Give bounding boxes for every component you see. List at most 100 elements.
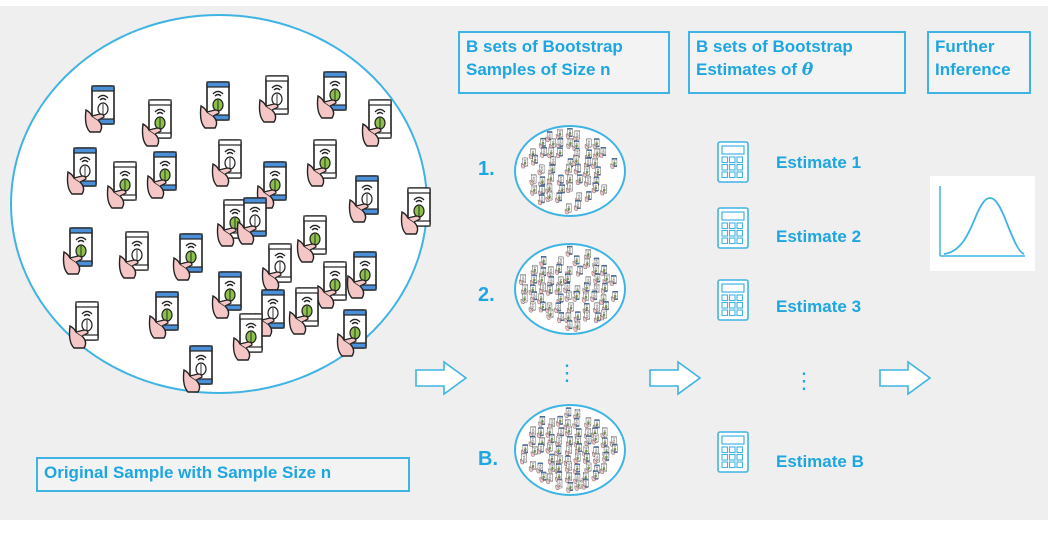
phone-in-hand-icon <box>584 157 591 168</box>
phone-in-hand-icon <box>528 301 536 313</box>
phone-in-hand-icon <box>584 175 591 187</box>
phone-in-hand-icon <box>592 138 600 149</box>
phone-in-hand-icon <box>593 453 600 464</box>
phone-in-hand-icon <box>573 200 581 211</box>
right-arrow-icon <box>649 360 702 396</box>
phone-in-hand-icon <box>573 473 581 484</box>
phone-in-hand-icon <box>547 147 554 159</box>
phone-in-hand-icon <box>545 131 553 142</box>
phone-in-hand-icon <box>538 176 546 187</box>
estimate-label-1: Estimate 1 <box>776 153 862 172</box>
phone-in-hand-icon <box>540 147 547 158</box>
phone-in-hand-icon <box>565 445 572 456</box>
phone-in-hand-icon <box>572 155 579 166</box>
phone-in-hand-icon <box>573 452 581 464</box>
estimate-label-b: Estimate B <box>776 452 864 471</box>
phone-in-hand-icon <box>182 345 213 393</box>
phone-in-hand-icon <box>547 276 554 287</box>
phone-in-hand-icon <box>564 203 572 215</box>
phone-in-hand-icon <box>599 147 606 158</box>
phone-in-hand-icon <box>575 174 583 185</box>
phone-in-hand-icon <box>555 264 562 275</box>
phone-in-hand-icon <box>118 231 149 279</box>
phone-in-hand-icon <box>584 191 592 202</box>
phone-in-hand-icon <box>521 284 528 295</box>
phone-in-hand-icon <box>555 192 562 203</box>
bell-curve-icon <box>939 186 1025 257</box>
phone-in-hand-icon <box>554 302 561 313</box>
phone-in-hand-icon <box>582 453 590 464</box>
phone-in-hand-icon <box>584 138 592 150</box>
phone-in-hand-icon <box>602 451 610 463</box>
phone-in-hand-icon <box>576 265 583 277</box>
phone-in-hand-icon <box>610 158 618 169</box>
phone-in-hand-icon <box>581 478 589 490</box>
phone-in-hand-icon <box>584 249 591 260</box>
phone-in-hand-icon <box>600 184 607 196</box>
estimates-of-text: Estimates of <box>696 60 802 79</box>
estimate-label-2: Estimate 2 <box>776 227 862 246</box>
phone-in-hand-icon <box>556 138 564 149</box>
phone-in-hand-icon <box>573 130 580 141</box>
header-bootstrap-estimates: B sets of Bootstrap Estimates of θ <box>688 31 906 94</box>
phone-in-hand-icon <box>530 446 538 457</box>
phone-in-hand-icon <box>591 470 599 482</box>
phone-in-hand-icon <box>565 472 572 483</box>
phone-in-hand-icon <box>66 147 97 195</box>
phone-in-hand-icon <box>558 184 565 195</box>
phone-in-hand-icon <box>199 81 230 129</box>
phone-in-hand-icon <box>236 197 267 245</box>
phone-in-hand-icon <box>591 433 599 445</box>
phone-in-hand-icon <box>583 166 590 178</box>
phone-in-hand-icon <box>584 462 592 474</box>
phone-in-hand-icon <box>566 174 573 186</box>
phone-in-hand-icon <box>565 128 573 139</box>
phone-in-hand-icon <box>545 473 553 484</box>
phone-in-hand-icon <box>536 462 543 474</box>
phone-in-hand-icon <box>548 462 556 474</box>
header-bootstrap-estimates-line1: B sets of Bootstrap <box>696 37 853 56</box>
phone-in-hand-icon <box>546 266 554 277</box>
phone-in-hand-icon <box>593 273 601 284</box>
phone-in-hand-icon <box>591 265 599 277</box>
header-bootstrap-samples-line2: Samples of Size n <box>466 60 611 79</box>
phone-in-hand-icon <box>211 271 242 319</box>
phone-in-hand-icon <box>556 174 564 186</box>
phone-in-hand-icon <box>68 301 99 349</box>
estimate-label-3: Estimate 3 <box>776 297 862 316</box>
phone-in-hand-icon <box>566 182 573 193</box>
phone-in-hand-icon <box>564 425 572 437</box>
phone-in-hand-icon <box>545 284 553 296</box>
phone-in-hand-icon <box>106 161 137 209</box>
phone-in-hand-icon <box>564 407 572 418</box>
phone-in-hand-icon <box>296 215 327 263</box>
phone-in-hand-icon <box>141 99 172 147</box>
phone-in-hand-icon <box>258 75 289 123</box>
phone-in-hand-icon <box>584 417 592 428</box>
phone-in-hand-icon <box>555 479 563 490</box>
phone-in-hand-icon <box>288 287 319 335</box>
phone-in-hand-icon <box>538 301 546 313</box>
phone-in-hand-icon <box>600 265 607 276</box>
phone-in-hand-icon <box>574 428 582 439</box>
right-arrow-icon <box>415 360 468 396</box>
phone-in-hand-icon <box>555 435 562 447</box>
header-bootstrap-samples: B sets of Bootstrap Samples of Size n <box>458 31 670 94</box>
phone-in-hand-icon <box>529 174 537 186</box>
phone-in-hand-icon <box>62 227 93 275</box>
phone-in-hand-icon <box>211 139 242 187</box>
phone-in-hand-icon <box>554 445 562 456</box>
phone-in-hand-icon <box>583 310 590 322</box>
phone-in-hand-icon <box>528 461 536 472</box>
header-further-inference: Further Inference <box>927 31 1031 94</box>
phone-in-hand-icon <box>555 471 562 482</box>
phone-in-hand-icon <box>172 233 203 281</box>
phone-in-hand-icon <box>599 294 607 305</box>
sample-number-2: 2. <box>478 284 495 306</box>
calculator-icon <box>717 207 749 249</box>
phone-in-hand-icon <box>84 85 115 133</box>
phone-in-hand-icon <box>564 164 572 175</box>
